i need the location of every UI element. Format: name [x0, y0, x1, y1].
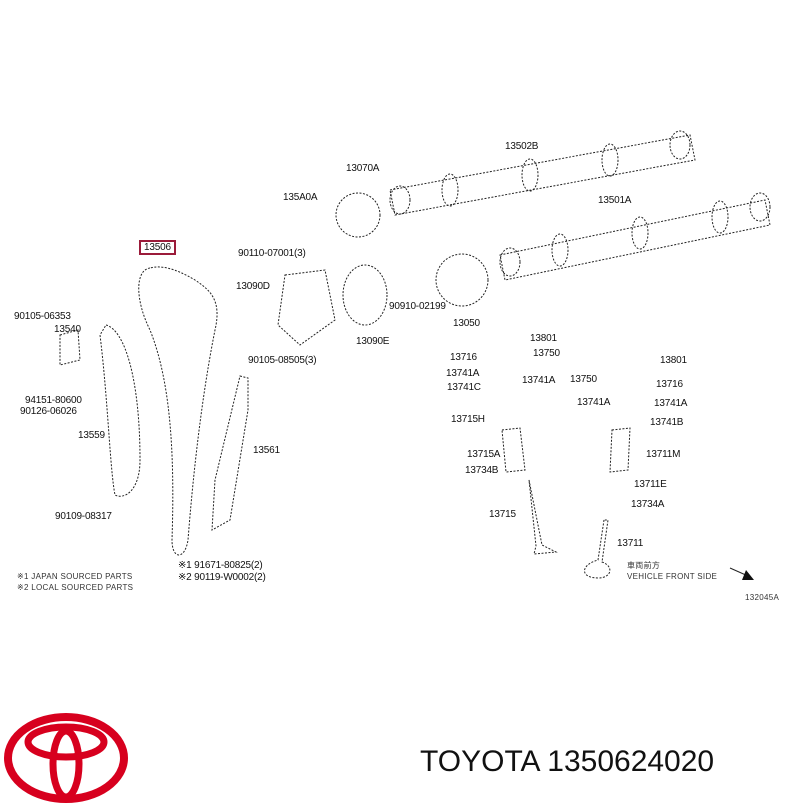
tensioner-13540: [59, 329, 81, 366]
footer-title: TOYOTA 1350624020: [420, 745, 714, 779]
note-local-sourced: ※2 LOCAL SOURCED PARTS: [17, 583, 134, 592]
parts-diagram-drawing: [59, 130, 771, 580]
part-label[interactable]: 90126-06026: [20, 406, 77, 417]
valve-spring-13711m: [609, 427, 631, 473]
part-label[interactable]: 13741A: [446, 368, 480, 379]
oil-control-valve-13090d: [277, 269, 336, 346]
part-label[interactable]: 13715H: [451, 414, 485, 425]
camshaft-13502b: [389, 130, 696, 216]
part-label[interactable]: 94151-80600: [25, 395, 82, 406]
valve-13711: [584, 519, 611, 579]
gasket-13090e: [342, 264, 388, 326]
part-label[interactable]: 90105-06353: [14, 311, 71, 322]
note-front-jp: 車両前方: [627, 561, 661, 570]
part-label[interactable]: 13734B: [465, 465, 499, 476]
part-label[interactable]: 90110-07001(3): [238, 248, 306, 259]
valve-spring-13715h: [501, 427, 526, 473]
part-number: 1350624020: [547, 745, 715, 778]
part-label[interactable]: 13715A: [467, 449, 501, 460]
note-front-en: VEHICLE FRONT SIDE: [627, 572, 718, 581]
camshaft-13501a: [499, 192, 771, 281]
part-label[interactable]: 13716: [450, 352, 477, 363]
part-label[interactable]: ※2 90119-W0002(2): [178, 572, 266, 583]
part-label[interactable]: 13711E: [634, 479, 667, 490]
part-label[interactable]: 13090D: [236, 281, 270, 292]
part-label[interactable]: 13502B: [505, 141, 539, 152]
part-label[interactable]: 13090E: [356, 336, 390, 347]
part-label[interactable]: 135A0A: [283, 192, 318, 203]
part-label[interactable]: 13716: [656, 379, 683, 390]
part-label[interactable]: 13561: [253, 445, 280, 456]
toyota-logo-icon: [4, 713, 128, 803]
part-label[interactable]: 90105-08505(3): [248, 355, 317, 366]
part-label[interactable]: 13801: [530, 333, 557, 344]
part-label[interactable]: 13741A: [654, 398, 688, 409]
part-label[interactable]: 13070A: [346, 163, 380, 174]
part-label[interactable]: 13559: [78, 430, 105, 441]
part-label[interactable]: 13711M: [646, 449, 681, 460]
note-japan-sourced: ※1 JAPAN SOURCED PARTS: [17, 572, 133, 581]
cam-gear-13050: [435, 253, 489, 307]
valve-13715: [528, 479, 558, 555]
chain-guide-13559: [99, 324, 141, 497]
part-label[interactable]: 13750: [570, 374, 597, 385]
chain-guide-13561: [211, 375, 249, 531]
part-label[interactable]: 13711: [617, 538, 644, 549]
part-label[interactable]: 13540: [54, 324, 81, 335]
part-label[interactable]: 90910-02199: [389, 301, 446, 312]
part-label[interactable]: 13050: [453, 318, 480, 329]
part-label[interactable]: 13741C: [447, 382, 481, 393]
part-label[interactable]: 13750: [533, 348, 560, 359]
cam-gear-13070a: [335, 192, 381, 238]
part-label[interactable]: 90109-08317: [55, 511, 112, 522]
part-label-highlighted[interactable]: 13506: [139, 240, 176, 255]
timing-chain-13506: [138, 266, 218, 556]
part-label[interactable]: ※1 91671-80825(2): [178, 560, 263, 571]
part-label[interactable]: 13715: [489, 509, 516, 520]
part-label[interactable]: 13801: [660, 355, 687, 366]
diagram-code: 132045A: [745, 593, 780, 602]
part-label[interactable]: 13741B: [650, 417, 684, 428]
part-label[interactable]: 13741A: [522, 375, 556, 386]
part-label[interactable]: 13734A: [631, 499, 665, 510]
front-arrow-head-icon: [742, 570, 754, 580]
part-label[interactable]: 13501A: [598, 195, 632, 206]
part-label[interactable]: 13741A: [577, 397, 611, 408]
brand-name: TOYOTA: [420, 745, 539, 778]
